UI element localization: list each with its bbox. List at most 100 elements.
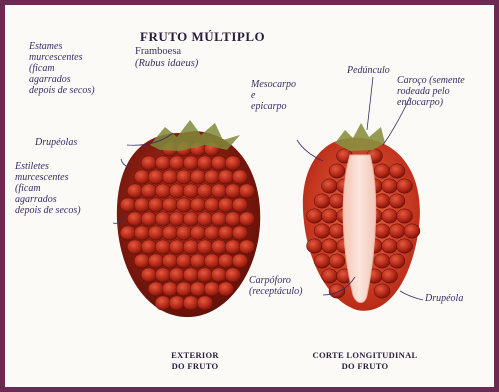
drupelet	[382, 209, 398, 223]
label-drupelets-left: Drupéolas	[35, 137, 77, 148]
drupelet	[141, 184, 157, 198]
drupelet	[314, 224, 330, 238]
drupelet	[239, 184, 255, 198]
drupelet	[314, 194, 330, 208]
label-styles: Estiletes murcescentes (ficam agarrados …	[15, 161, 81, 216]
drupelet	[329, 194, 345, 208]
drupelet	[141, 240, 157, 254]
drupelet	[211, 268, 227, 282]
drupelet	[141, 156, 157, 170]
drupelet	[374, 284, 390, 298]
calyx-exterior	[150, 120, 240, 151]
drupelet	[155, 268, 171, 282]
drupelet	[197, 268, 213, 282]
drupelet	[155, 156, 171, 170]
drupelet	[148, 282, 164, 296]
drupelet	[322, 179, 338, 193]
drupelet	[190, 282, 206, 296]
label-carpophore: Carpóforo (receptáculo)	[249, 275, 303, 297]
drupelet	[232, 226, 248, 240]
label-styles-line3: (ficam	[15, 183, 81, 194]
drupelet	[397, 179, 413, 193]
drupelet	[127, 240, 143, 254]
drupelet	[211, 212, 227, 226]
label-mesocarp-line2: e	[251, 90, 296, 101]
drupelet	[389, 194, 405, 208]
caption-exterior-line2: DO FRUTO	[155, 361, 235, 372]
drupelet	[232, 254, 248, 268]
common-name: Framboesa	[135, 46, 198, 58]
drupelet	[374, 224, 390, 238]
drupelet	[176, 282, 192, 296]
drupelet	[218, 198, 234, 212]
drupelet	[176, 254, 192, 268]
drupelet	[218, 282, 234, 296]
raspberry-section	[303, 123, 420, 311]
label-core: Caroço (semente rodeada pelo endocarpo)	[397, 75, 465, 108]
label-stamens-line3: (ficam	[29, 63, 95, 74]
drupelet	[197, 212, 213, 226]
drupelet	[148, 254, 164, 268]
drupelet	[374, 164, 390, 178]
label-mesocarp: Mesocarpo e epicarpo	[251, 79, 296, 112]
drupelet	[162, 198, 178, 212]
drupelet	[190, 198, 206, 212]
label-core-line2: rodeada pelo	[397, 86, 465, 97]
drupelet	[183, 184, 199, 198]
drupelet	[169, 268, 185, 282]
drupelet	[169, 184, 185, 198]
drupelet	[197, 184, 213, 198]
drupelet	[169, 240, 185, 254]
drupelet	[127, 184, 143, 198]
label-stamens-line5: depois de secos)	[29, 85, 95, 96]
drupelet	[204, 198, 220, 212]
drupelet	[190, 226, 206, 240]
leader-drupelet	[400, 291, 423, 300]
label-styles-line5: depois de secos)	[15, 205, 81, 216]
drupelet	[382, 239, 398, 253]
label-stamens: Estames murcescentes (ficam agarrados de…	[29, 41, 95, 96]
drupelet	[155, 240, 171, 254]
drupelet	[155, 296, 171, 310]
drupelet	[218, 226, 234, 240]
drupelet	[169, 156, 185, 170]
drupelet	[211, 156, 227, 170]
label-carpophore-line2: (receptáculo)	[249, 286, 303, 297]
drupelet	[382, 269, 398, 283]
drupelet	[397, 209, 413, 223]
drupelet	[183, 296, 199, 310]
caption-section-line1: CORTE LONGITUDINAL	[305, 350, 425, 361]
drupelet	[314, 254, 330, 268]
drupelet	[225, 184, 241, 198]
label-stamens-line1: Estames	[29, 41, 95, 52]
drupelet	[211, 240, 227, 254]
drupelet	[329, 254, 345, 268]
drupelet	[169, 212, 185, 226]
raspberry-exterior	[117, 120, 260, 317]
drupelet	[141, 268, 157, 282]
label-peduncle: Pedúnculo	[347, 65, 390, 76]
drupelet	[389, 254, 405, 268]
drupelet	[204, 170, 220, 184]
drupelet	[148, 170, 164, 184]
drupelet	[120, 198, 136, 212]
leader-peduncle	[367, 77, 373, 130]
label-drupelet-right: Drupéola	[425, 293, 463, 304]
label-styles-line1: Estiletes	[15, 161, 81, 172]
drupelet	[307, 209, 323, 223]
drupelet	[190, 170, 206, 184]
drupelet	[374, 254, 390, 268]
drupelet	[183, 268, 199, 282]
drupelet	[218, 254, 234, 268]
label-styles-line4: agarrados	[15, 194, 81, 205]
drupelet	[239, 212, 255, 226]
drupelet	[225, 212, 241, 226]
label-core-line1: Caroço (semente	[397, 75, 465, 86]
drupelet	[204, 226, 220, 240]
drupelet	[404, 224, 420, 238]
calyx-section	[335, 123, 385, 151]
drupelet	[329, 284, 345, 298]
drupelet	[382, 179, 398, 193]
drupelet	[389, 224, 405, 238]
figure-subtitle: Framboesa (Rubus idaeus)	[135, 46, 198, 70]
